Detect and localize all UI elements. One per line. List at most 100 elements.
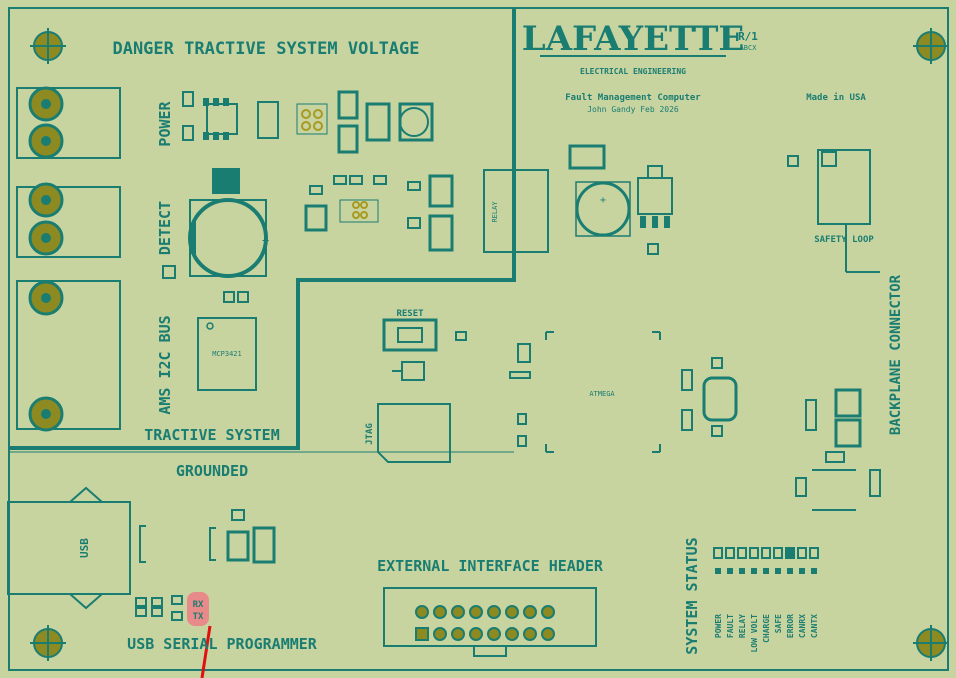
header-pin: [505, 605, 519, 619]
status-led-label: CANRX: [798, 614, 807, 638]
diode: [834, 388, 862, 418]
author-line: John Gandy Feb 2026: [587, 105, 679, 114]
tractive-system-label: TRACTIVE SYSTEM: [144, 426, 279, 444]
diode: [337, 90, 359, 120]
status-led: [713, 547, 723, 559]
small-cap: [135, 607, 147, 617]
bracket-part: [209, 527, 216, 561]
power-terminal: [16, 86, 121, 159]
status-led-resistor: [715, 568, 721, 574]
status-led-resistor: [799, 568, 805, 574]
small-cap: [825, 451, 845, 463]
header-pin: [415, 627, 429, 641]
safety-loop-label: SAFETY LOOP: [814, 235, 874, 245]
header-pin: [523, 605, 537, 619]
board-subtitle: Fault Management Computer: [565, 93, 701, 103]
debug-wire: [200, 625, 212, 678]
rx-label: RX: [193, 600, 204, 610]
jtag-label: JTAG: [365, 423, 375, 445]
status-led-resistor: [727, 568, 733, 574]
small-cap: [231, 509, 245, 521]
bracket-part: [257, 101, 279, 139]
status-led-label: CHARGE: [762, 614, 771, 643]
small-cap: [223, 291, 235, 303]
reset-button: RESET: [382, 309, 438, 352]
power-label: POWER: [156, 100, 174, 146]
connector-bracket: [812, 469, 856, 511]
diode: [428, 174, 454, 208]
small-cap: [171, 611, 183, 621]
header-pin: [451, 627, 465, 641]
voltage-regulator: [637, 165, 673, 228]
brand-rev: R/1: [738, 30, 758, 43]
small-cap: [309, 185, 323, 195]
jtag-connector: JTAG: [365, 403, 451, 463]
small-cap: [805, 399, 817, 431]
usb-serial-label: USB SERIAL PROGRAMMER: [127, 635, 318, 653]
small-cap: [681, 409, 693, 431]
bulk-capacitor: +: [188, 168, 269, 278]
brand-rev-sub: ABCX: [740, 44, 758, 52]
small-cap: [681, 369, 693, 391]
small-cap: [787, 155, 799, 167]
mounting-hole-bottom-left: [30, 625, 66, 661]
tx-label: TX: [193, 612, 204, 622]
header-pin: [505, 627, 519, 641]
relay-label: RELAY: [491, 201, 499, 223]
status-led-label: LOW VOLT: [750, 614, 759, 653]
status-led-label: ERROR: [786, 614, 795, 638]
status-led-resistor: [775, 568, 781, 574]
header-pin: [487, 627, 501, 641]
electrolytic-cap: +: [575, 181, 631, 237]
bracket-part: [139, 525, 146, 563]
small-cap: [182, 125, 194, 141]
header-pin: [541, 627, 555, 641]
tractive-zone-outline: [9, 8, 516, 450]
resistor-pack: [365, 102, 391, 142]
status-led: [773, 547, 783, 559]
detect-terminal: [16, 182, 121, 258]
diode: [568, 144, 606, 170]
status-led-resistor: [787, 568, 793, 574]
diode: [226, 530, 250, 562]
status-led-label: CANTX: [810, 614, 819, 638]
small-cap: [151, 607, 163, 617]
svg-text:+: +: [600, 195, 606, 206]
made-in-label: Made in USA: [806, 92, 866, 103]
small-cap: [373, 175, 387, 185]
status-led: [737, 547, 747, 559]
danger-label: DANGER TRACTIVE SYSTEM VOLTAGE: [112, 39, 419, 59]
header-pin: [469, 627, 483, 641]
crystal-oscillator: [702, 357, 738, 437]
header-pin: [451, 605, 465, 619]
status-led: [785, 547, 795, 559]
crystal-part: [339, 199, 379, 223]
usb-label: USB: [78, 538, 91, 558]
small-cap: [795, 477, 807, 497]
status-led: [809, 547, 819, 559]
external-interface-header: [383, 587, 597, 657]
small-cap: [135, 597, 147, 607]
brand-name: LAFAYETTE: [522, 19, 745, 59]
small-cap: [162, 265, 176, 279]
status-led-resistor: [739, 568, 745, 574]
header-pin: [487, 605, 501, 619]
small-cap: [182, 91, 194, 107]
transistor: [392, 361, 425, 381]
small-cap: [517, 435, 527, 447]
small-cap: [455, 331, 467, 341]
small-cap: [647, 243, 659, 255]
diode: [834, 418, 862, 448]
mounting-hole-top-left: [30, 28, 66, 64]
inductor: [398, 102, 434, 142]
svg-text:+: +: [262, 233, 269, 247]
diode: [428, 214, 454, 252]
brand-banner: ELECTRICAL ENGINEERING: [580, 67, 686, 76]
small-cap: [869, 469, 881, 497]
status-led-resistor: [763, 568, 769, 574]
small-cap: [407, 217, 421, 229]
header-pin: [523, 627, 537, 641]
status-led: [749, 547, 759, 559]
ic-label: MCP3421: [212, 350, 242, 358]
